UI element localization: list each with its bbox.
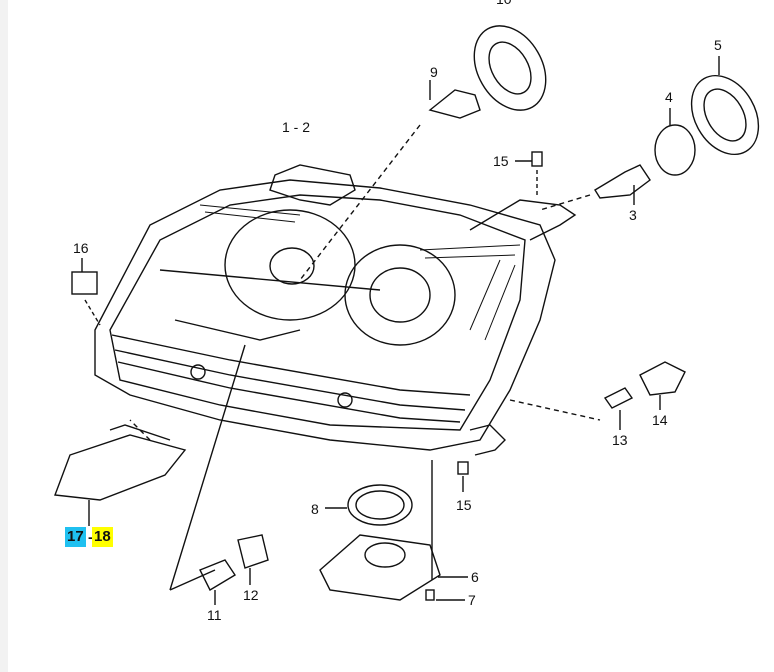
projector-right [344, 244, 456, 346]
top-bracket [269, 164, 356, 206]
assembly-line-13 [509, 399, 601, 421]
callout-12: 12 [243, 587, 259, 603]
part-5-ring-inner [703, 88, 747, 142]
callout-3: 3 [629, 207, 637, 223]
lens-lower-strip [111, 334, 471, 423]
part-13-bulb [603, 387, 634, 409]
assembly-line-17-18 [129, 419, 151, 441]
aim-marker-left [190, 364, 206, 380]
part-10-cover-inner [488, 41, 532, 95]
callout-18-highlight: 18 [92, 527, 113, 547]
part-6-ballast [319, 534, 441, 601]
callout-9: 9 [430, 64, 438, 80]
aim-marker-right [337, 392, 353, 408]
part-7-screw [425, 589, 435, 601]
part-3-bulb [594, 164, 651, 199]
callout-6: 6 [471, 569, 479, 585]
part-11-bulb [199, 559, 236, 591]
left-edge [0, 0, 8, 672]
projector-left [224, 209, 356, 321]
part-15-screw-lower [457, 461, 469, 475]
callout-16: 16 [73, 240, 89, 256]
part-5-ring [690, 74, 760, 156]
callout-13: 13 [612, 432, 628, 448]
assembly-line-11-12 [169, 344, 246, 591]
callout-17-highlight: 17 [65, 527, 86, 547]
reflector-lines [159, 269, 381, 341]
bottom-bracket [469, 424, 506, 456]
hatching [199, 204, 521, 341]
headlamp-housing [94, 179, 556, 451]
part-4-socket [654, 124, 696, 176]
assembly-line-16 [84, 299, 101, 326]
callout-5: 5 [714, 37, 722, 53]
callout-11: 11 [207, 607, 222, 623]
right-bracket [469, 199, 577, 241]
projector-left-lens [269, 247, 315, 285]
callout-7: 7 [468, 592, 476, 608]
callout-15-lower: 15 [456, 497, 472, 513]
headlamp-lens [109, 194, 526, 431]
part-16-clip [71, 271, 98, 295]
part-9-bulb [428, 89, 481, 119]
callout-4: 4 [665, 89, 673, 105]
part-6-ballast-port [364, 542, 406, 568]
part-14-socket [639, 361, 686, 396]
part-8-ring [347, 484, 413, 526]
part-8-ring-inner [355, 490, 405, 520]
part-12-socket [237, 534, 269, 569]
callout-15-upper: 15 [493, 153, 509, 169]
assembly-line-9 [299, 124, 421, 281]
part-17-18-cover [54, 434, 187, 501]
callout-14: 14 [652, 412, 668, 428]
callout-10: 10 [496, 0, 512, 7]
part-10-cover [473, 25, 547, 111]
callout-separator: - [88, 529, 93, 545]
part-15-screw [531, 151, 543, 167]
callout-1-2: 1 - 2 [282, 119, 311, 135]
callout-8: 8 [311, 501, 319, 517]
part-17-18-cover-top [109, 424, 171, 441]
projector-right-lens [369, 267, 431, 323]
